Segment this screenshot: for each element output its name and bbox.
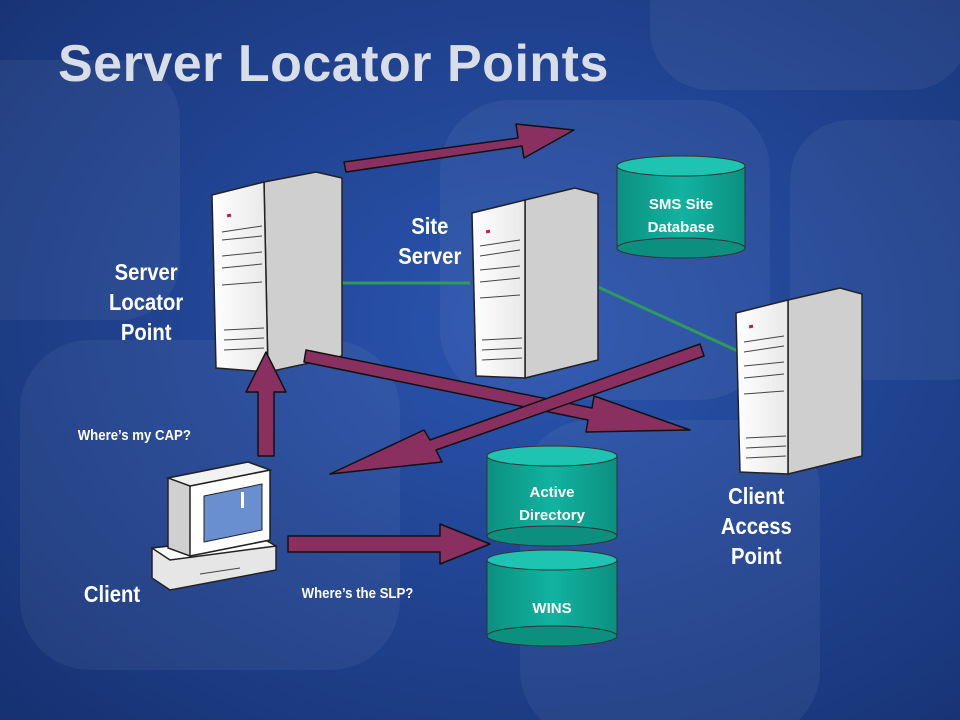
arrow-icon <box>329 343 705 475</box>
wins-label: WINS <box>532 600 572 617</box>
arrow-icon <box>303 349 691 433</box>
arrow-icon <box>245 351 287 457</box>
database-cylinder-icon <box>486 549 618 647</box>
wheres-my-cap-label: Where’s my CAP? <box>77 427 191 444</box>
server-locator-point-label: Server Locator Point <box>109 259 184 345</box>
site-server-label: Site Server <box>398 213 462 269</box>
sms-site-database-label: SMS Site Database <box>647 196 715 236</box>
server-icon <box>471 187 599 379</box>
slide-title: Server Locator Points <box>58 35 609 93</box>
server-icon <box>735 287 863 475</box>
database-cylinder-icon <box>486 445 618 547</box>
database-cylinder-icon <box>616 155 746 259</box>
active-directory-label: Active Directory <box>519 484 585 524</box>
server-icon <box>211 171 343 373</box>
client-access-point-label: Client Access Point <box>720 483 792 569</box>
network-link-site-cap <box>597 285 741 354</box>
workstation-icon <box>149 461 279 591</box>
wheres-the-slp-label: Where’s the SLP? <box>301 585 414 602</box>
arrow-icon <box>287 523 491 565</box>
arrow-icon <box>343 123 575 173</box>
client-label: Client <box>83 581 141 607</box>
